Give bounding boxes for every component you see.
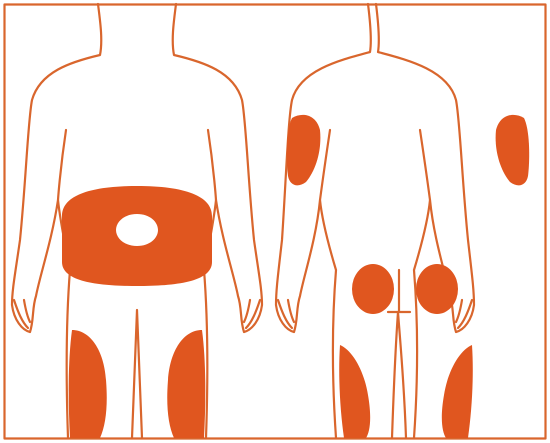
front-abdomen-zone bbox=[62, 186, 212, 286]
front-right-arm-inner bbox=[208, 130, 216, 200]
back-crotch bbox=[392, 312, 406, 438]
back-right-thigh-zone bbox=[442, 345, 473, 438]
back-left-upper-arm-zone bbox=[287, 115, 321, 185]
front-right-thigh-zone bbox=[167, 330, 205, 438]
front-left-hand bbox=[14, 300, 30, 328]
back-left-thigh-zone bbox=[339, 345, 370, 438]
front-body bbox=[12, 4, 262, 438]
back-right-buttock-zone bbox=[416, 264, 458, 314]
back-body bbox=[276, 4, 529, 438]
front-left-thigh-zone bbox=[69, 330, 107, 438]
back-right-upper-arm-zone bbox=[496, 115, 530, 185]
back-left-hand bbox=[278, 300, 294, 328]
front-crotch bbox=[132, 310, 142, 438]
back-right-arm-inner bbox=[420, 130, 430, 200]
back-left-arm-inner bbox=[320, 130, 330, 200]
front-left-arm-inner bbox=[58, 130, 66, 200]
back-right-hand bbox=[456, 300, 472, 328]
back-left-buttock-zone bbox=[352, 264, 394, 314]
front-right-hand bbox=[244, 300, 260, 328]
